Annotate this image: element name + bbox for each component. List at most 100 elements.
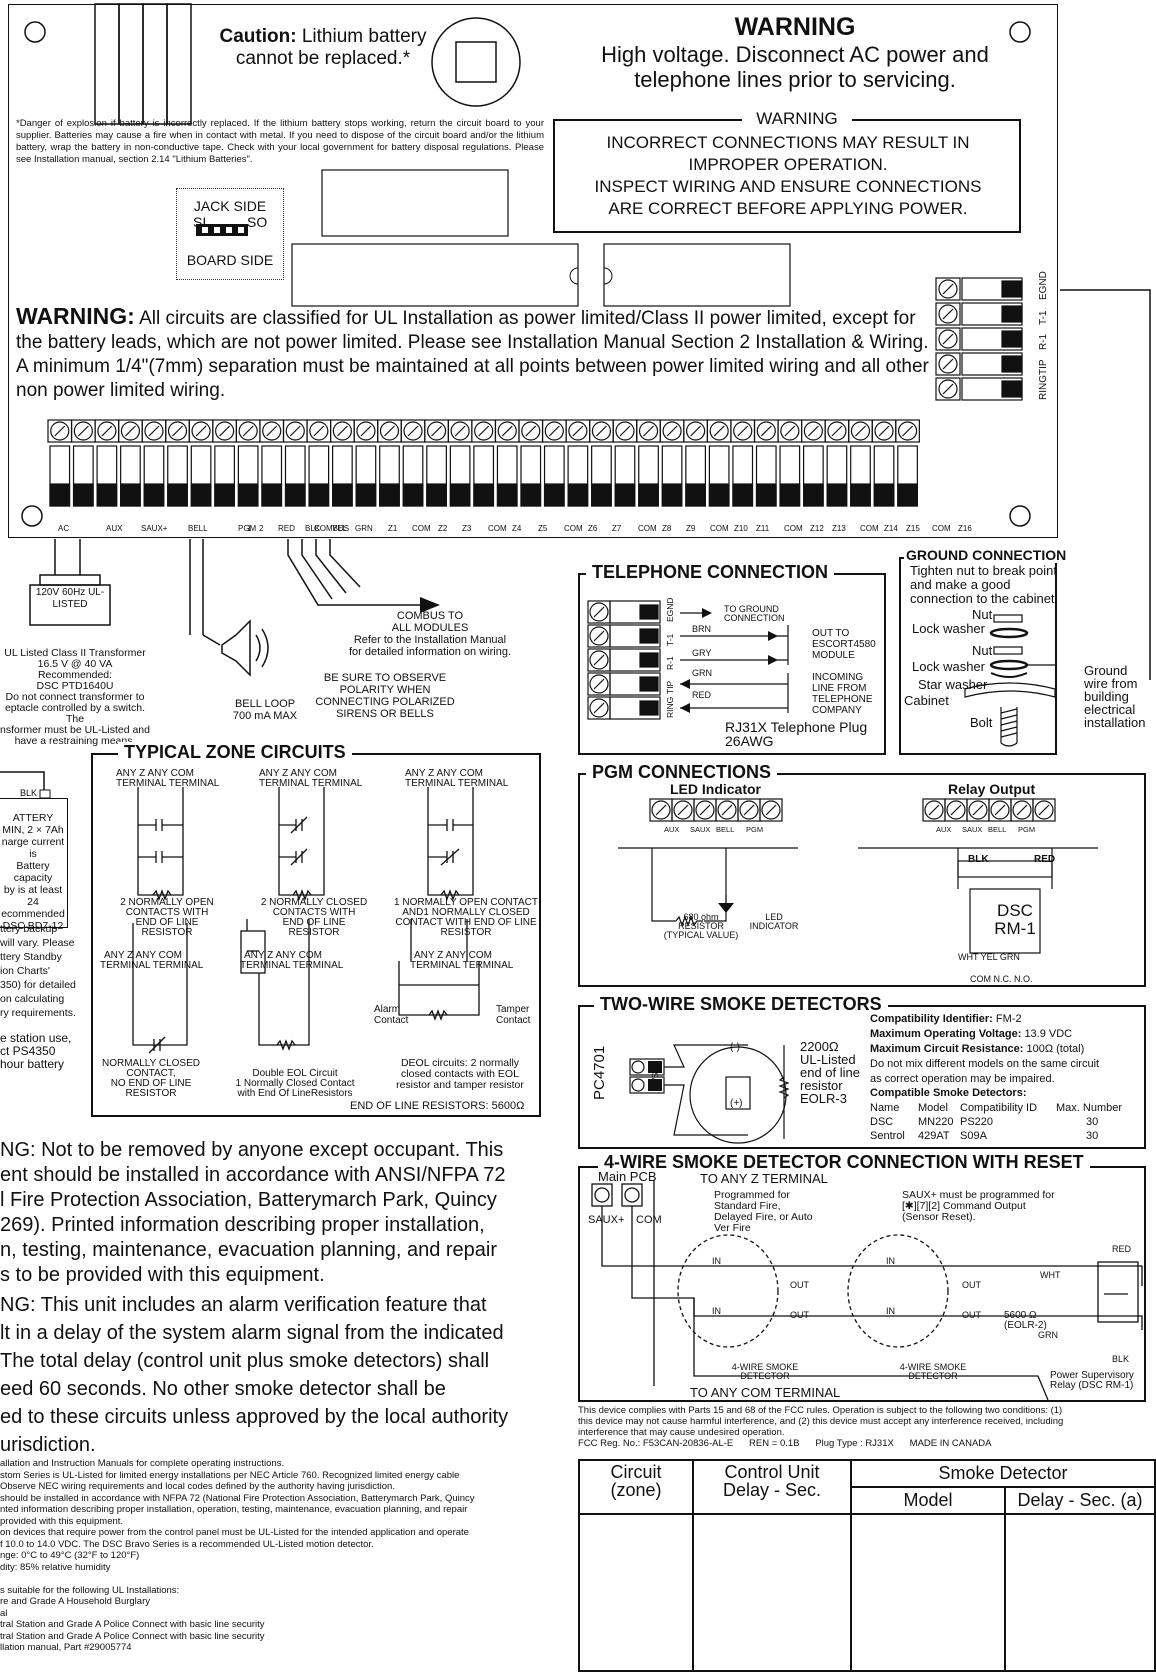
- backup-line: ttery backup: [0, 923, 58, 935]
- table-cell[interactable]: [692, 1513, 852, 1672]
- battery-line: narge current is: [1, 836, 65, 860]
- telephone-graphics: [587, 600, 789, 720]
- tel-terminal-label: T-1: [665, 633, 675, 646]
- zone-circuit-drawings: [132, 787, 480, 1054]
- circuit2-caption: RESISTOR: [288, 927, 340, 938]
- high-voltage-warning: WARNING High voltage. Disconnect AC powe…: [560, 12, 1030, 92]
- terminal-label: Z1: [388, 524, 398, 533]
- jack-side-label: JACK SIDE: [193, 198, 267, 214]
- terminal-heading: ANY Z ANY COM: [244, 950, 322, 961]
- fcc-line: interference that may cause undesired op…: [578, 1427, 785, 1438]
- saux-label: SAUX+: [588, 1214, 625, 1226]
- power-wiring-graphics: [29, 539, 440, 677]
- terminal-label: Z2: [438, 524, 448, 533]
- mounting-hole-icon: [21, 505, 43, 527]
- plug-label: RJ31X Telephone Plug: [725, 719, 868, 735]
- ground-wire-label: installation: [1084, 715, 1146, 730]
- warn-line: NG: Not to be removed by anyone except o…: [0, 1139, 504, 1161]
- 2ws-label: 2WS: [651, 1072, 660, 1090]
- warn-line: eed 60 seconds. No other smoke detector …: [0, 1378, 446, 1400]
- terminal-label: Z15: [906, 524, 920, 533]
- compat-cell: PS220: [960, 1116, 994, 1128]
- ground-desc: Tighten nut to break point: [910, 563, 1057, 578]
- phone-terminal-label: EGND: [1038, 271, 1049, 300]
- compat-cell: 30: [1086, 1130, 1099, 1142]
- polarity-line: POLARITY WHEN: [339, 684, 431, 696]
- wire-grn: GRN: [1038, 1330, 1058, 1340]
- compat-id: Compatibility Identifier: FM-2: [870, 1013, 1022, 1025]
- relay-label: Power Supervisory: [1050, 1370, 1134, 1381]
- ul-warning-text: All circuits are classified for UL Insta…: [16, 308, 929, 401]
- combus-line: Refer to the Installation Manual: [353, 634, 507, 646]
- caution-label: Caution: Lithium battery cannot be repla…: [208, 26, 438, 70]
- ground-wire-label: building: [1084, 689, 1129, 704]
- circuit4-caption: CONTACT,: [126, 1068, 176, 1079]
- terminal-label: COM: [488, 524, 507, 533]
- compat-cell: 30: [1086, 1116, 1099, 1128]
- circuit3-caption: 1 NORMALLY OPEN CONTACT: [394, 897, 538, 908]
- note-line: nge: 0°C to 49°C (32°F to 120°F): [0, 1550, 140, 1561]
- nut-label: Nut: [972, 607, 993, 622]
- note-line: tral Station and Grade A Police Connect …: [0, 1619, 265, 1630]
- jumper-box: [176, 188, 284, 280]
- in-label: IN: [886, 1256, 895, 1266]
- incoming-label: TELEPHONE: [812, 694, 873, 705]
- terminal-label: COM: [564, 524, 583, 533]
- terminal-label: Z3: [462, 524, 472, 533]
- to-any-z-label: TO ANY Z TERMINAL: [700, 1171, 828, 1186]
- ground-desc: connection to the cabinet: [910, 591, 1055, 606]
- wire-color-label: BRN: [692, 624, 712, 634]
- terminal-label: Z11: [756, 524, 770, 533]
- compat-header: Compatibility ID: [960, 1102, 1038, 1114]
- terminal-label: COM: [784, 524, 803, 533]
- incoming-label: INCOMING: [812, 672, 864, 683]
- backup-line: will vary. Please: [0, 937, 75, 949]
- detector-label: DETECTOR: [740, 1371, 790, 1381]
- warn-line: ent should be installed in accordance wi…: [0, 1164, 506, 1186]
- combus-line: for detailed information on wiring.: [348, 646, 512, 658]
- note-line: tral Station and Grade A Police Connect …: [0, 1630, 265, 1642]
- transformer-line: Do not connect transformer to: [5, 691, 145, 703]
- battery-line: ATTERY: [12, 812, 54, 824]
- in-label: IN: [886, 1306, 895, 1316]
- bell-loop-line: BELL LOOP: [234, 698, 296, 710]
- circuit1-caption: CONTACTS WITH: [125, 907, 209, 918]
- ic-chip: [321, 169, 509, 237]
- lithium-battery-icon: [431, 17, 521, 107]
- battery-line: DSC BD7-12: [2, 920, 64, 932]
- table-cell[interactable]: [850, 1513, 1006, 1672]
- pgm-box: [578, 773, 1146, 987]
- table-cell[interactable]: [1004, 1513, 1156, 1672]
- incoming-label: LINE FROM: [812, 683, 867, 694]
- warn-line: n, testing, maintenance, evacuation plan…: [0, 1239, 498, 1261]
- note-line: [0, 1573, 570, 1585]
- wire-blk: BLK: [1112, 1354, 1130, 1364]
- fcc-line: This device complies with Parts 15 and 6…: [578, 1405, 1063, 1416]
- terminal-heading: TERMINAL TERMINAL: [116, 778, 220, 789]
- lock-washer-label: Lock washer: [912, 659, 985, 674]
- board-side-label: BOARD SIDE: [186, 252, 274, 268]
- backup-line: 350) for detailed: [0, 979, 76, 991]
- table-cell[interactable]: [578, 1513, 694, 1672]
- wire-wht: WHT: [1040, 1270, 1061, 1280]
- circuit3-caption: CONTACT WITH END OF LINE: [395, 917, 537, 928]
- caution-line2: cannot be replaced.*: [235, 48, 411, 69]
- connections-warning-text: INCORRECT CONNECTIONS MAY RESULT IN IMPR…: [555, 132, 1021, 220]
- terminal-heading: TERMINAL TERMINAL: [240, 960, 344, 971]
- polarity-line: SIRENS OR BELLS: [336, 708, 434, 720]
- backup-text: ttery backup will vary. Please ttery Sta…: [0, 922, 80, 1020]
- so-label: SO: [247, 214, 268, 230]
- terminal-heading: TERMINAL TERMINAL: [259, 778, 363, 789]
- telephone-title: TELEPHONE CONNECTION: [586, 562, 835, 583]
- warn-line: The total delay (control unit plus smoke…: [0, 1350, 490, 1372]
- terminal-heading: TERMINAL TERMINAL: [410, 960, 514, 971]
- phone-terminal-label: TIP: [1038, 359, 1049, 375]
- ground-desc: and make a good: [910, 577, 1011, 592]
- note-line: llation manual, Part #29005774: [0, 1642, 132, 1653]
- ul-warning-bold: WARNING:: [16, 303, 135, 329]
- resistor-label: 680 ohm: [683, 912, 719, 922]
- warn-line: NG: This unit includes an alarm verifica…: [0, 1294, 487, 1316]
- max-resistance: Maximum Circuit Resistance: 100Ω (total): [870, 1043, 1085, 1055]
- combus-line: COMBUS TO: [396, 610, 464, 622]
- battery-box: [0, 798, 68, 928]
